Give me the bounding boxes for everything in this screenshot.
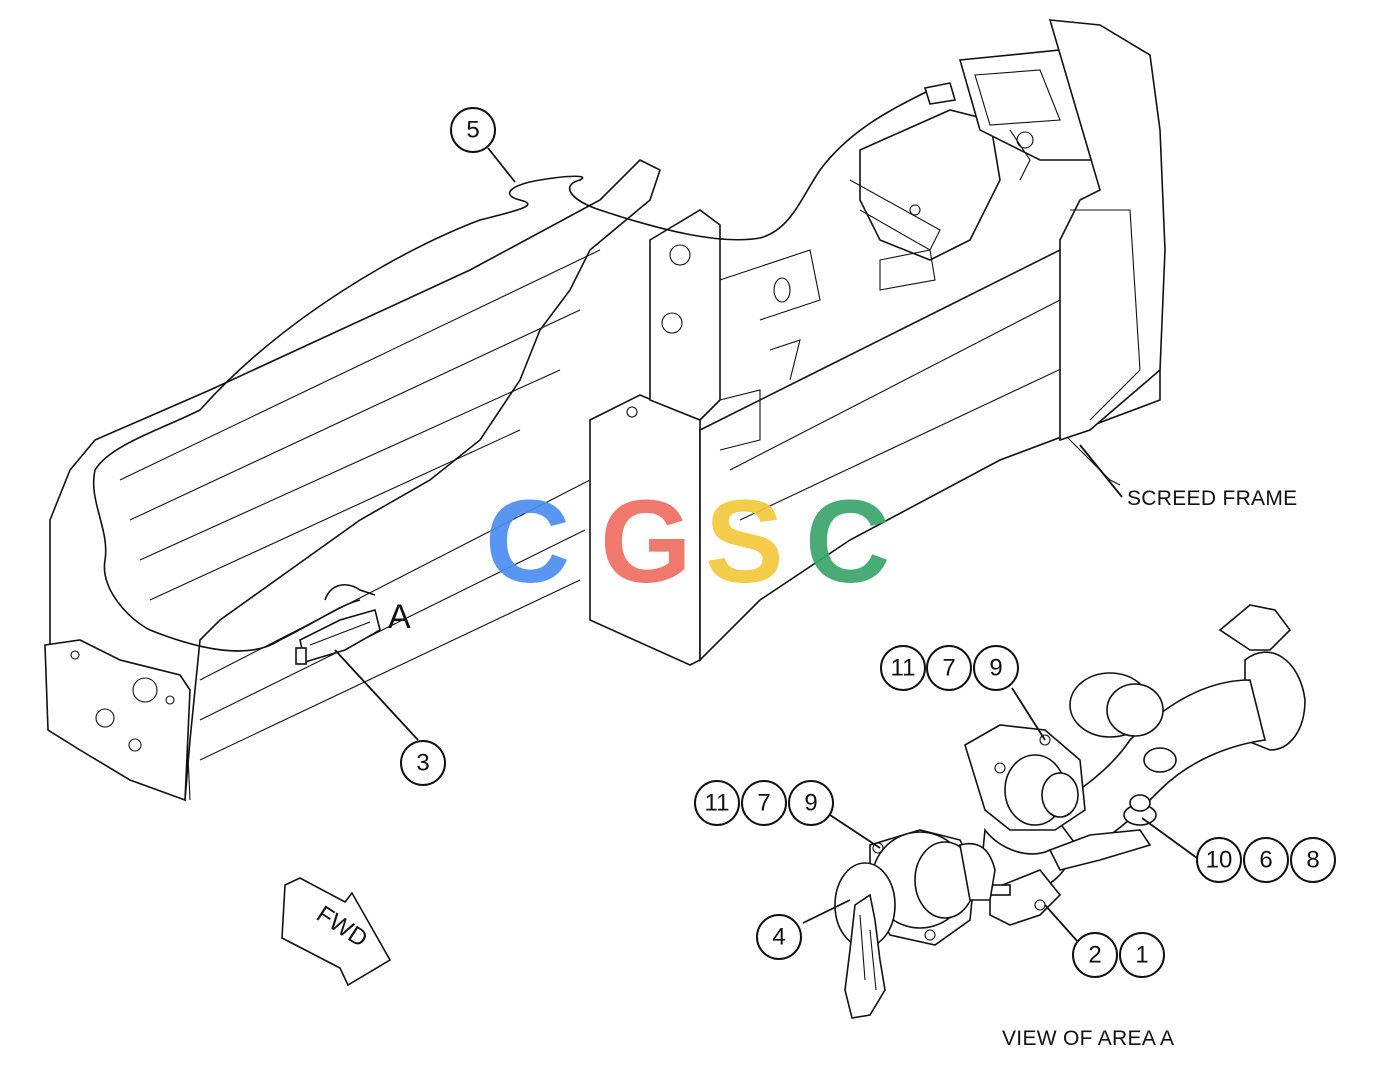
callout-9-top: 9 (973, 645, 1019, 691)
callout-3: 3 (400, 740, 446, 786)
detail-assembly-drawing (834, 604, 1306, 1019)
svg-text:7: 7 (942, 655, 955, 682)
svg-text:2: 2 (1088, 942, 1101, 969)
watermark-letter-4: C (805, 476, 890, 608)
callout-5: 5 (450, 107, 496, 153)
callout-11-mid: 11 (694, 780, 740, 826)
callout-4: 4 (756, 914, 802, 960)
callout-7-top: 7 (926, 645, 972, 691)
svg-text:4: 4 (772, 924, 785, 951)
svg-text:11: 11 (705, 790, 730, 817)
svg-text:9: 9 (804, 790, 817, 817)
watermark-logo: C G S C (485, 476, 890, 608)
callout-7-mid: 7 (741, 780, 787, 826)
svg-text:1: 1 (1135, 942, 1148, 969)
cable-harness (92, 89, 946, 652)
leader-lines (334, 147, 1198, 943)
callout-10: 10 (1196, 837, 1242, 883)
svg-text:10: 10 (1206, 847, 1233, 874)
screed-frame-label: SCREED FRAME (1127, 487, 1297, 510)
callout-1: 1 (1119, 932, 1165, 978)
watermark-letter-1: C (485, 476, 570, 608)
svg-text:11: 11 (891, 655, 916, 682)
svg-text:9: 9 (989, 655, 1002, 682)
svg-text:7: 7 (757, 790, 770, 817)
svg-text:6: 6 (1259, 847, 1272, 874)
fwd-arrow: FWD (281, 877, 392, 987)
callout-9-mid: 9 (788, 780, 834, 826)
area-a-connector (295, 584, 381, 665)
callout-6: 6 (1243, 837, 1289, 883)
svg-text:8: 8 (1306, 847, 1319, 874)
svg-text:3: 3 (416, 750, 429, 777)
svg-text:5: 5 (466, 117, 479, 144)
screed-frame-drawing (44, 19, 1166, 802)
watermark-letter-2: G (600, 476, 692, 608)
callout-11-top: 11 (880, 645, 926, 691)
view-of-area-label: VIEW OF AREA A (1002, 1027, 1174, 1050)
callout-2: 2 (1072, 932, 1118, 978)
watermark-letter-3: S (705, 476, 784, 608)
cable-connector-top (923, 82, 957, 105)
area-marker: A (388, 598, 411, 636)
callout-8: 8 (1290, 837, 1336, 883)
